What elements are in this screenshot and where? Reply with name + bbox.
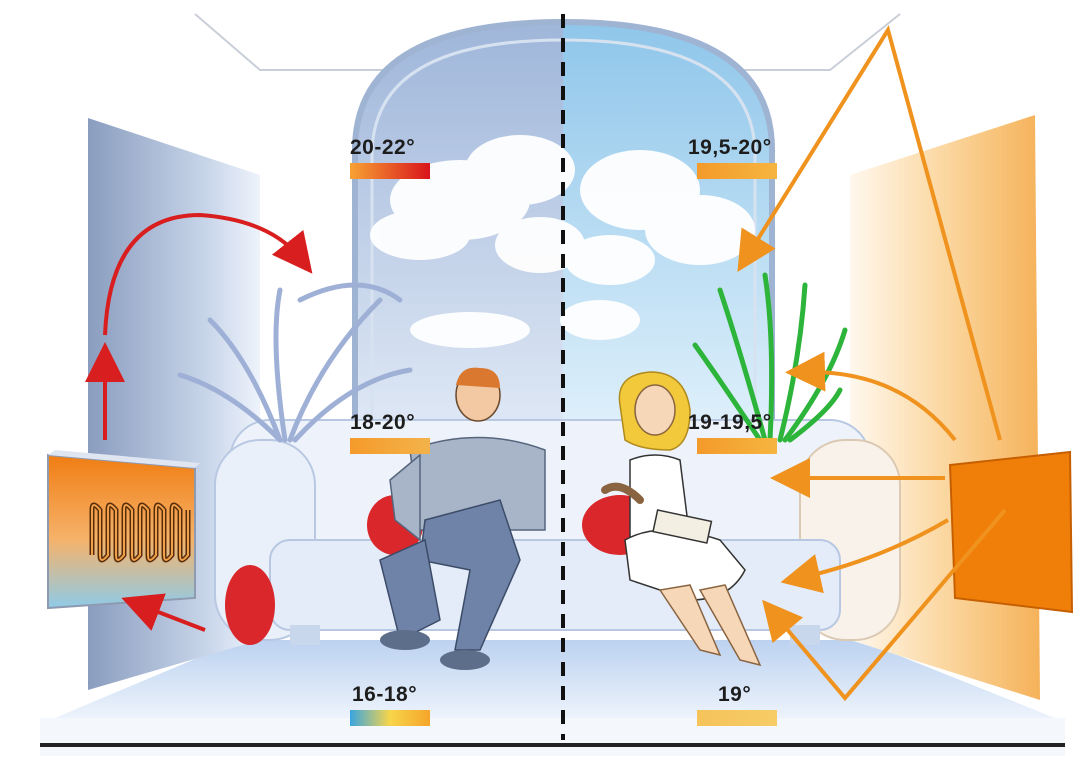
red-vase (225, 565, 275, 645)
temp-bar-right-ceiling (697, 163, 777, 179)
temp-label-right-ceiling: 19,5-20° (688, 136, 772, 160)
temp-label-left-floor: 16-18° (352, 683, 417, 707)
temp-label-left-middle: 18-20° (350, 411, 415, 435)
temp-bar-right-floor (697, 710, 777, 726)
temp-bar-left-floor (350, 710, 430, 726)
temp-bar-right-middle (697, 438, 777, 454)
temp-label-right-middle: 19-19,5° (688, 411, 772, 435)
temp-label-right-floor: 19° (718, 683, 751, 707)
radiator (48, 450, 200, 608)
infrared-panel (950, 452, 1072, 612)
temp-bar-left-middle (350, 438, 430, 454)
temp-label-left-ceiling: 20-22° (350, 136, 415, 160)
temp-bar-left-ceiling (350, 163, 430, 179)
sofa (215, 420, 900, 645)
